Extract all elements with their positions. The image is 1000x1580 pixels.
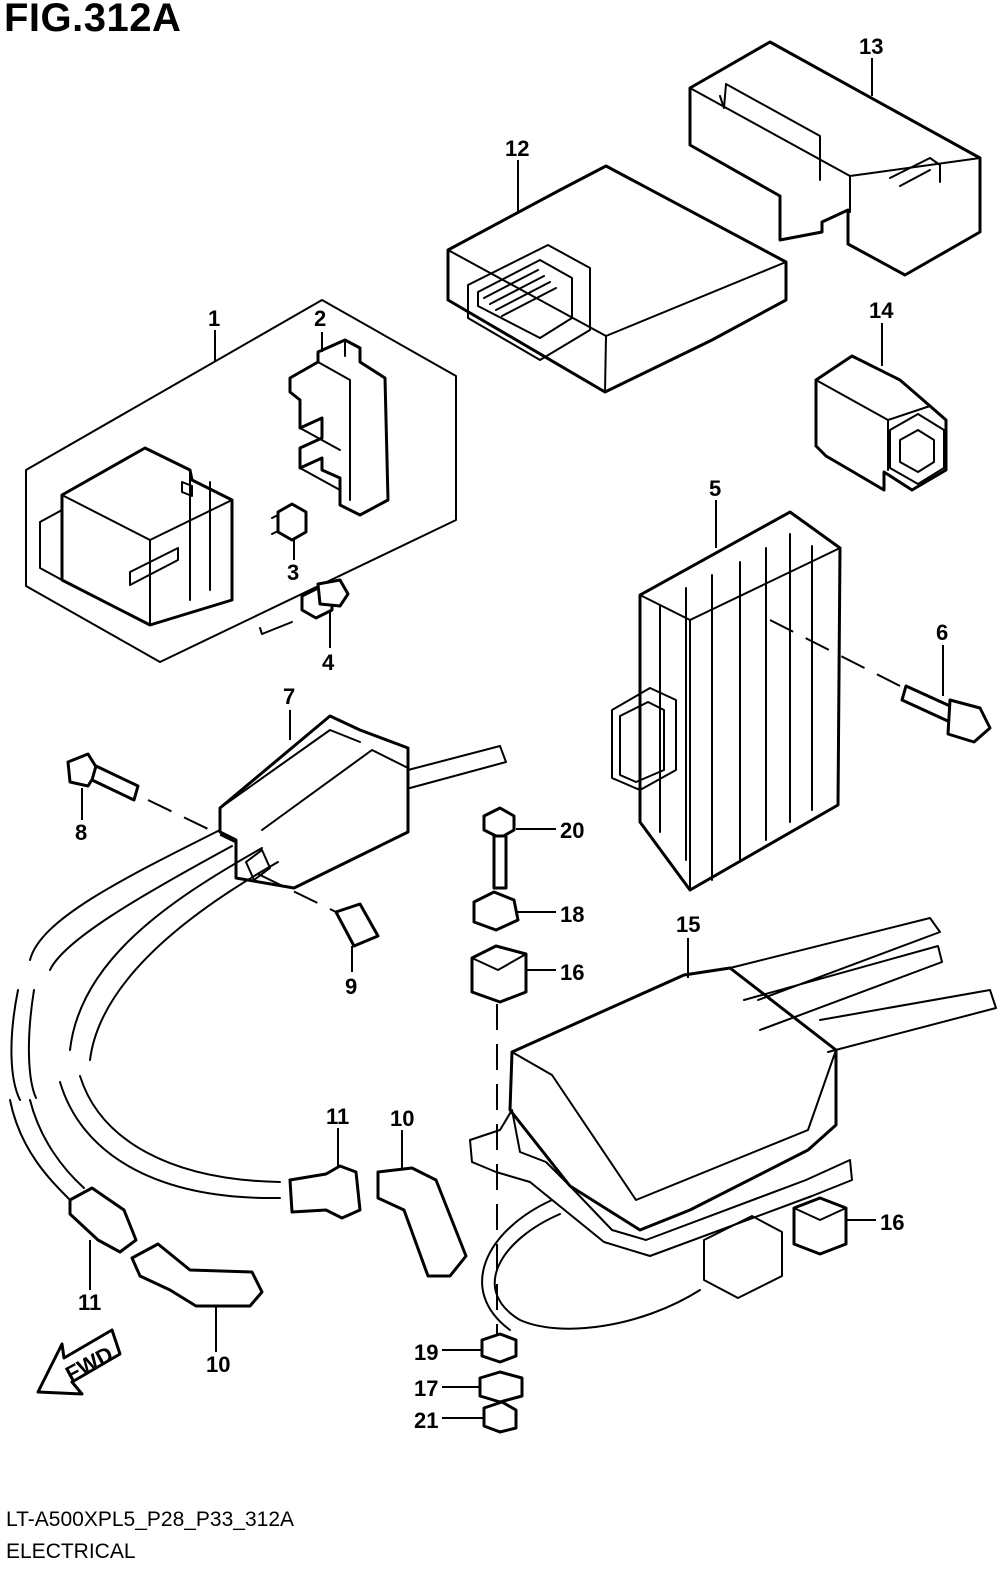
relay-bracket xyxy=(288,338,390,517)
callout-11-b: 11 xyxy=(78,1290,101,1315)
callout-20: 20 xyxy=(560,818,584,843)
callout-5: 5 xyxy=(709,476,721,501)
callout-21: 21 xyxy=(414,1408,438,1433)
callout-7: 7 xyxy=(283,684,295,709)
callout-8: 8 xyxy=(75,820,87,845)
figure-caption: ELECTRICAL xyxy=(6,1540,136,1563)
ecm-cover xyxy=(688,40,982,277)
callout-10-b: 10 xyxy=(206,1352,230,1377)
control-module xyxy=(469,917,997,1331)
mounting-hardware-stack xyxy=(470,806,848,1434)
rectifier-regulator xyxy=(611,510,842,892)
callout-14: 14 xyxy=(869,298,894,323)
callout-6: 6 xyxy=(936,620,948,645)
fuse xyxy=(271,502,308,542)
callout-10-a: 10 xyxy=(390,1106,414,1131)
relay-assembly xyxy=(25,299,457,663)
high-tension-leads xyxy=(9,829,281,1201)
callout-18: 18 xyxy=(560,902,584,927)
callout-19: 19 xyxy=(414,1340,438,1365)
callout-12: 12 xyxy=(505,136,529,161)
plug-boot-a xyxy=(288,1164,362,1220)
mounting-bolt xyxy=(769,619,992,744)
coil-bolt xyxy=(66,752,236,843)
callout-11-a: 11 xyxy=(326,1104,349,1129)
ignition-coil xyxy=(218,714,507,890)
callout-16-a: 16 xyxy=(560,960,584,985)
relay-body xyxy=(39,446,234,627)
callout-13: 13 xyxy=(859,34,883,59)
plug-cap-a xyxy=(376,1166,468,1278)
coil-spacer xyxy=(257,873,380,948)
plug-cap-b xyxy=(130,1242,264,1308)
callout-1: 1 xyxy=(208,306,220,331)
callout-15: 15 xyxy=(676,912,700,937)
coupler xyxy=(814,354,948,492)
figure-title: FIG.312A xyxy=(4,0,182,40)
callout-9: 9 xyxy=(345,974,357,999)
plug-boot-b xyxy=(68,1186,138,1254)
ecm-unit xyxy=(446,164,788,394)
parts-diagram: FWD 1 2 3 4 5 6 7 8 9 10 10 11 11 12 13 … xyxy=(9,34,997,1434)
callout-17: 17 xyxy=(414,1376,438,1401)
screw xyxy=(259,578,350,635)
callout-2: 2 xyxy=(314,306,326,331)
callout-4: 4 xyxy=(322,650,335,675)
callout-16-b: 16 xyxy=(880,1210,904,1235)
figure-code: LT-A500XPL5_P28_P33_312A xyxy=(6,1508,295,1531)
callout-3: 3 xyxy=(287,560,299,585)
forward-arrow: FWD xyxy=(36,1328,122,1396)
